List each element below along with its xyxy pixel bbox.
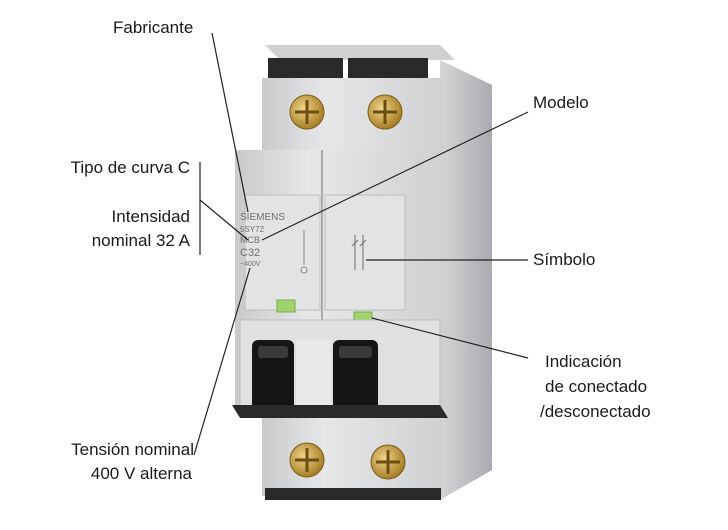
top-terminal-block — [262, 45, 455, 153]
label-intensidad-2: nominal 32 A — [91, 231, 190, 250]
label-tension-1: Tensión nominal — [71, 440, 194, 459]
screw-top-right — [367, 94, 403, 130]
screw-bottom-left — [289, 442, 325, 478]
screw-top-left — [289, 94, 325, 130]
label-simbolo: Símbolo — [533, 250, 596, 269]
handle-bar — [232, 405, 448, 418]
leader-modelo — [261, 111, 529, 241]
label-tension-2: 400 V alterna — [90, 464, 192, 483]
device-model: 5SY72 — [240, 225, 265, 234]
leader-indicacion — [371, 317, 529, 359]
label-modelo: Modelo — [533, 93, 589, 112]
screw-bottom-right — [370, 444, 406, 480]
circuit-symbol-icon — [351, 235, 367, 270]
toggle-lever-right — [333, 340, 378, 410]
device-voltage: ~400V — [240, 261, 261, 268]
label-fabricante: Fabricante — [113, 18, 194, 37]
leader-tension — [193, 267, 251, 456]
leader-curva — [199, 199, 249, 241]
label-indicacion-2: de conectado — [545, 377, 648, 396]
device-brand: SIEMENS — [240, 212, 285, 223]
device-type: MCB — [240, 235, 260, 245]
indicator-window-left — [276, 299, 296, 313]
leader-fabricante — [211, 32, 249, 213]
breaker-side-face — [440, 60, 492, 500]
toggle-lever-left — [252, 340, 294, 410]
label-tipo-curva: Tipo de curva C — [70, 158, 190, 177]
symbol-left-pole-icon — [300, 230, 308, 274]
label-intensidad-1: Intensidad — [111, 207, 190, 226]
device-rating: C32 — [240, 247, 260, 259]
label-indicacion-3: /desconectado — [540, 402, 651, 421]
label-indicacion-1: Indicación — [545, 352, 622, 371]
